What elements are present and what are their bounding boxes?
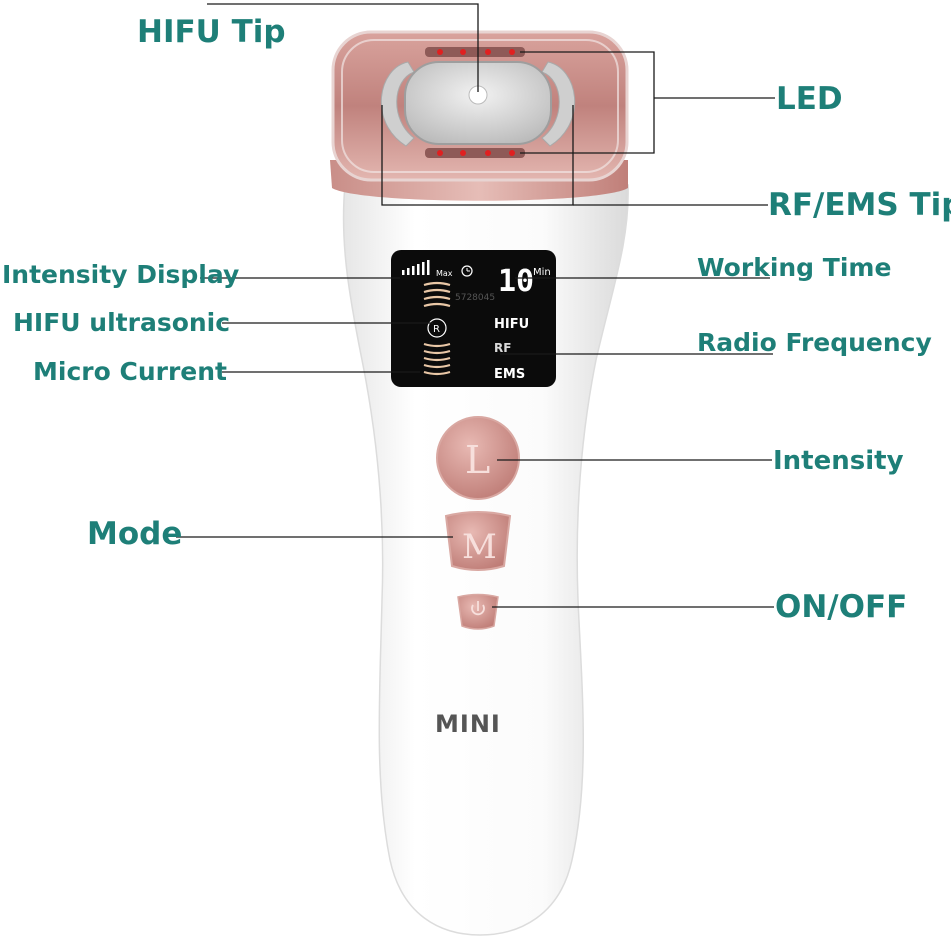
lcd-time-unit: Min bbox=[533, 267, 551, 278]
rf-ems-electrode-left bbox=[380, 61, 415, 147]
wave-indicator bbox=[423, 281, 451, 376]
lcd-mode-ems: EMS bbox=[494, 367, 525, 382]
intensity-button-glyph: L bbox=[465, 438, 490, 482]
label-radio-frequency: Radio Frequency bbox=[697, 328, 932, 357]
led-row-bottom bbox=[425, 148, 525, 158]
power-button[interactable] bbox=[457, 593, 499, 630]
label-led: LED bbox=[776, 81, 843, 117]
lcd-max-label: Max bbox=[436, 269, 453, 278]
lcd-time-value: 10 bbox=[498, 264, 534, 299]
label-rf-ems-tip: RF/EMS Tip bbox=[768, 187, 951, 223]
intensity-bars bbox=[402, 260, 430, 275]
label-micro-current: Micro Current bbox=[33, 357, 227, 386]
lcd-mode-hifu: HIFU bbox=[494, 317, 529, 332]
label-working-time: Working Time bbox=[697, 253, 892, 282]
mini-logo: MINI bbox=[435, 710, 501, 738]
mini-logo-text: MINI bbox=[435, 710, 501, 738]
led-row-top bbox=[425, 47, 525, 57]
label-hifu-tip: HIFU Tip bbox=[137, 14, 286, 50]
label-on-off: ON/OFF bbox=[775, 589, 908, 625]
lcd-mode-rf: RF bbox=[494, 341, 511, 355]
power-icon bbox=[471, 601, 485, 616]
r-badge: R bbox=[433, 324, 440, 335]
mode-button-glyph: M bbox=[462, 527, 497, 567]
label-intensity-display: Intensity Display bbox=[2, 260, 240, 289]
clock-icon bbox=[461, 265, 473, 277]
label-mode: Mode bbox=[87, 516, 183, 552]
label-intensity: Intensity bbox=[773, 446, 904, 476]
callout-lines bbox=[176, 3, 775, 608]
rf-ems-electrode-right bbox=[541, 61, 576, 147]
r-badge-ring bbox=[427, 318, 447, 338]
intensity-button[interactable] bbox=[436, 416, 520, 500]
lcd-serial: 5728045 bbox=[455, 293, 495, 303]
mode-button[interactable] bbox=[444, 511, 512, 571]
label-hifu-ultrasonic: HIFU ultrasonic bbox=[13, 308, 231, 337]
